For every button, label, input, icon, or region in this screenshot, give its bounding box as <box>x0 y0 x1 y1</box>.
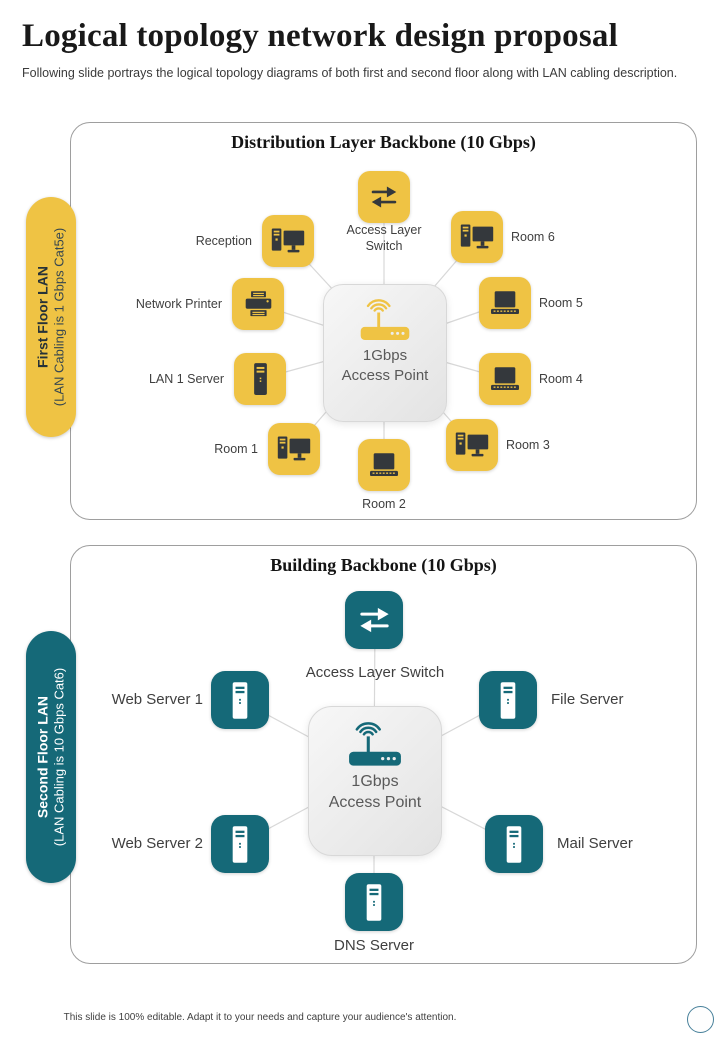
desktop-computer-icon <box>460 223 494 251</box>
switch-arrows-icon <box>368 184 400 210</box>
node-label: LAN 1 Server <box>148 372 224 386</box>
mail-server-node <box>485 815 543 873</box>
access-point-node: 1Gbps Access Point <box>323 284 447 422</box>
node-label: Room 6 <box>511 230 555 244</box>
laptop-icon <box>367 451 401 479</box>
access-layer-switch-node <box>345 591 403 649</box>
lan1-server-node <box>234 353 286 405</box>
laptop-icon <box>488 365 522 393</box>
page-subtitle: Following slide portrays the logical top… <box>22 66 678 80</box>
room1-node <box>268 423 320 475</box>
web-server1-node <box>211 671 269 729</box>
wireless-access-point-icon <box>344 722 406 770</box>
second-floor-lan-pill: Second Floor LAN (LAN Cabling is 10 Gbps… <box>26 631 76 883</box>
first-floor-lan-label: First Floor LAN (LAN Cabling is 1 Gbps C… <box>34 227 67 407</box>
desktop-computer-icon <box>271 227 305 255</box>
server-tower-icon <box>227 681 253 720</box>
desktop-computer-icon <box>277 435 311 463</box>
access-layer-switch-node <box>358 171 410 223</box>
server-tower-icon <box>227 825 253 864</box>
room4-node <box>479 353 531 405</box>
room5-node <box>479 277 531 329</box>
network-printer-node <box>232 278 284 330</box>
room6-node <box>451 211 503 263</box>
server-tower-icon <box>501 825 527 864</box>
file-server-node <box>479 671 537 729</box>
node-label: File Server <box>551 691 624 708</box>
node-label: Network Printer <box>135 297 222 311</box>
panel2-title: Building Backbone (10 Gbps) <box>270 555 497 575</box>
reception-node <box>262 215 314 267</box>
server-tower-icon <box>495 681 521 720</box>
room3-node <box>446 419 498 471</box>
wireless-access-point-icon <box>356 299 414 344</box>
node-label: Room 2 <box>362 497 406 511</box>
desktop-computer-icon <box>455 431 489 459</box>
switch-arrows-icon <box>356 605 393 635</box>
room2-node <box>358 439 410 491</box>
node-label: Web Server 2 <box>111 835 203 852</box>
node-label: Room 4 <box>539 372 583 386</box>
node-label: Room 5 <box>539 296 583 310</box>
dns-server-node <box>345 873 403 931</box>
node-label: Room 3 <box>506 438 550 452</box>
node-label: DNS Server <box>333 937 415 954</box>
panel-first-floor: Distribution Layer Backbone (10 Gbps) 1G… <box>70 122 697 520</box>
printer-icon <box>243 290 274 318</box>
first-floor-lan-pill: First Floor LAN (LAN Cabling is 1 Gbps C… <box>26 197 76 437</box>
access-point-label: 1Gbps Access Point <box>328 773 422 811</box>
node-label: Mail Server <box>557 835 633 852</box>
access-point-node: 1Gbps Access Point <box>308 706 442 856</box>
footer-circle-decoration <box>687 1006 714 1033</box>
server-tower-icon <box>361 883 387 922</box>
server-tower-icon <box>249 362 272 396</box>
node-label: Access Layer Switch <box>346 223 422 253</box>
node-label: Reception <box>195 234 252 248</box>
node-label: Access Layer Switch <box>305 664 445 681</box>
panel-second-floor: Building Backbone (10 Gbps) 1Gbps Access… <box>70 545 697 964</box>
web-server2-node <box>211 815 269 873</box>
laptop-icon <box>488 289 522 317</box>
node-label: Web Server 1 <box>111 691 203 708</box>
node-label: Room 1 <box>214 442 258 456</box>
second-floor-lan-label: Second Floor LAN (LAN Cabling is 10 Gbps… <box>34 667 67 847</box>
access-point-label: 1Gbps Access Point <box>341 347 429 384</box>
footer-note: This slide is 100% editable. Adapt it to… <box>63 1012 457 1023</box>
panel1-title: Distribution Layer Backbone (10 Gbps) <box>231 132 536 152</box>
page-title: Logical topology network design proposal <box>22 18 618 54</box>
